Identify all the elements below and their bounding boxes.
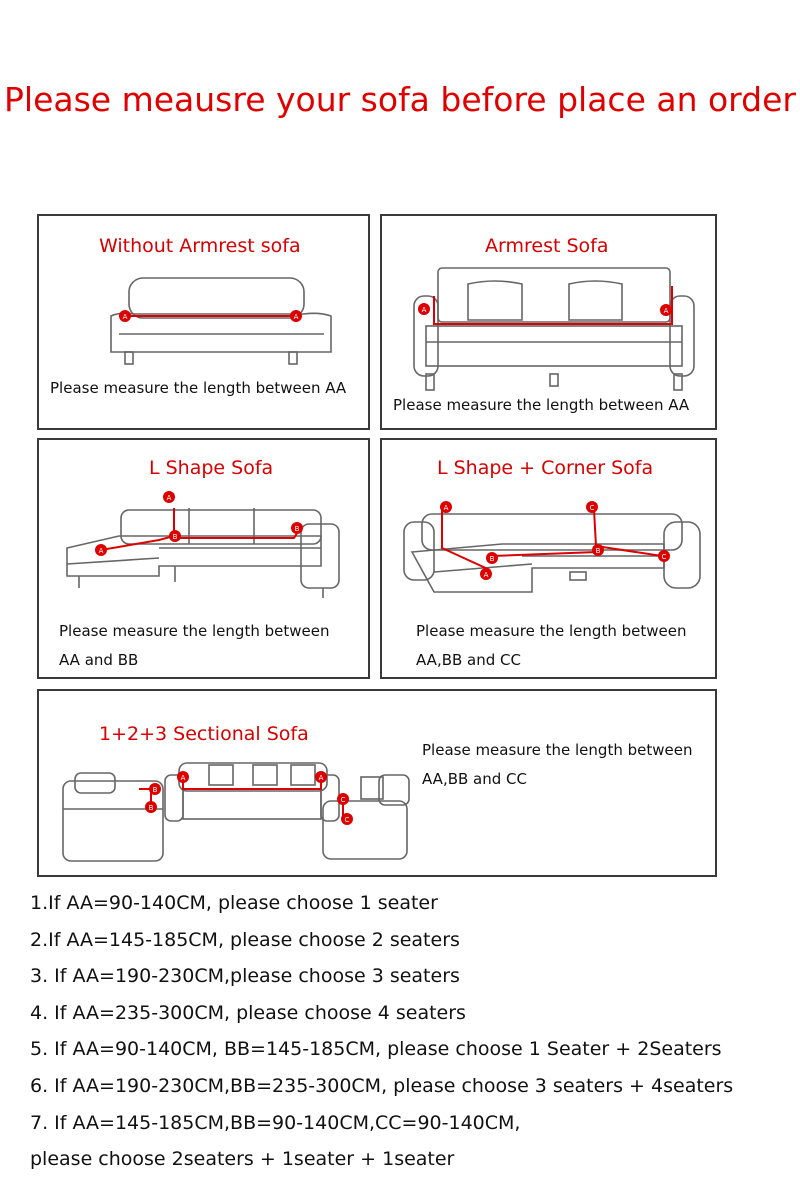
page-title: Please meausre your sofa before place an… — [4, 80, 796, 119]
svg-text:A: A — [664, 307, 669, 315]
without-armrest-sofa-illustration: A A — [110, 277, 332, 365]
svg-text:A: A — [484, 571, 489, 579]
svg-text:A: A — [444, 504, 449, 512]
svg-text:B: B — [295, 525, 300, 533]
marker-c-top: C — [586, 501, 598, 513]
marker-b-chair-top: B — [149, 783, 161, 795]
panel-note: Please measure the length between AA and… — [59, 617, 329, 675]
rule-item: 7. If AA=145-185CM,BB=90-140CM,CC=90-140… — [30, 1111, 521, 1134]
svg-text:A: A — [99, 547, 104, 555]
panel-note-line1: Please measure the length between — [416, 622, 687, 640]
svg-text:B: B — [596, 547, 601, 555]
marker-b-right: B — [291, 522, 303, 534]
rule-item: 2.If AA=145-185CM, please choose 2 seate… — [30, 928, 460, 951]
panel-note: Please measure the length between AA,BB … — [422, 736, 692, 794]
rule-item: 4. If AA=235-300CM, please choose 4 seat… — [30, 1001, 466, 1024]
marker-a-top: A — [163, 491, 175, 503]
panel-note-line2: AA,BB and CC — [416, 651, 521, 669]
rule-item: 6. If AA=190-230CM,BB=235-300CM, please … — [30, 1074, 734, 1097]
marker-c-top: C — [337, 793, 349, 805]
panel-note: Please measure the length between AA — [393, 396, 690, 414]
rule-item: 1.If AA=90-140CM, please choose 1 seater — [30, 892, 438, 914]
armrest-sofa-illustration: A A — [413, 267, 695, 391]
l-shape-sofa-illustration: A A B B — [66, 491, 340, 598]
panel-sectional: 1+2+3 Sectional Sofa B — [37, 689, 717, 877]
panel-note-line1: Please measure the length between — [59, 622, 330, 640]
marker-a-right: A — [660, 304, 672, 316]
panel-title: L Shape + Corner Sofa — [437, 457, 654, 479]
marker-a-bottom: A — [480, 568, 492, 580]
marker-b-left: B — [486, 552, 498, 564]
marker-a-left: A — [119, 310, 131, 322]
panel-title: Armrest Sofa — [485, 235, 609, 257]
panel-note: Please measure the length between AA,BB … — [416, 617, 686, 675]
svg-text:C: C — [590, 504, 595, 512]
marker-a-top: A — [440, 501, 452, 513]
panel-note-line1: Please measure the length between — [422, 741, 693, 759]
svg-text:A: A — [422, 306, 427, 314]
marker-b-middle: B — [169, 530, 181, 542]
marker-b-right: B — [592, 544, 604, 556]
panel-note-line2: AA,BB and CC — [422, 770, 527, 788]
seater-rules-list: 1.If AA=90-140CM, please choose 1 seater… — [30, 885, 780, 1178]
svg-text:B: B — [153, 786, 158, 794]
marker-a-left: A — [177, 771, 189, 783]
panel-l-shape: L Shape Sofa A A B B — [37, 438, 370, 679]
marker-b-chair-bottom: B — [145, 801, 157, 813]
marker-a-left: A — [95, 544, 107, 556]
marker-a-left: A — [418, 303, 430, 315]
svg-text:A: A — [167, 494, 172, 502]
panel-armrest: Armrest Sofa A A Please measure the leng… — [380, 214, 717, 430]
rule-item: 5. If AA=90-140CM, BB=145-185CM, please … — [30, 1038, 722, 1061]
svg-text:A: A — [123, 313, 128, 321]
marker-a-right: A — [290, 310, 302, 322]
marker-a-right: A — [315, 771, 327, 783]
panel-note-line2: AA and BB — [59, 651, 139, 669]
rule-item: 3. If AA=190-230CM,please choose 3 seate… — [30, 965, 460, 988]
panel-title: Without Armrest sofa — [99, 235, 301, 257]
panel-l-corner: L Shape + Corner Sofa A A B B — [380, 438, 717, 679]
svg-text:C: C — [345, 816, 350, 824]
svg-text:B: B — [490, 555, 495, 563]
svg-text:C: C — [341, 796, 346, 804]
l-corner-sofa-illustration: A A B B C C — [403, 501, 701, 593]
svg-text:A: A — [294, 313, 299, 321]
panel-title: 1+2+3 Sectional Sofa — [99, 723, 309, 745]
sectional-sofa-illustration: B B A A C C — [62, 762, 410, 862]
svg-text:B: B — [149, 804, 154, 812]
panel-without-armrest: Without Armrest sofa A A Please measure … — [37, 214, 370, 430]
svg-text:A: A — [319, 774, 324, 782]
marker-c-right: C — [658, 550, 670, 562]
panel-note: Please measure the length between AA — [50, 379, 347, 397]
svg-text:C: C — [662, 553, 667, 561]
svg-text:A: A — [181, 774, 186, 782]
panel-title: L Shape Sofa — [149, 457, 274, 479]
rule-item: please choose 2seaters + 1seater + 1seat… — [30, 1148, 455, 1171]
marker-c-bottom: C — [341, 813, 353, 825]
svg-text:B: B — [173, 533, 178, 541]
